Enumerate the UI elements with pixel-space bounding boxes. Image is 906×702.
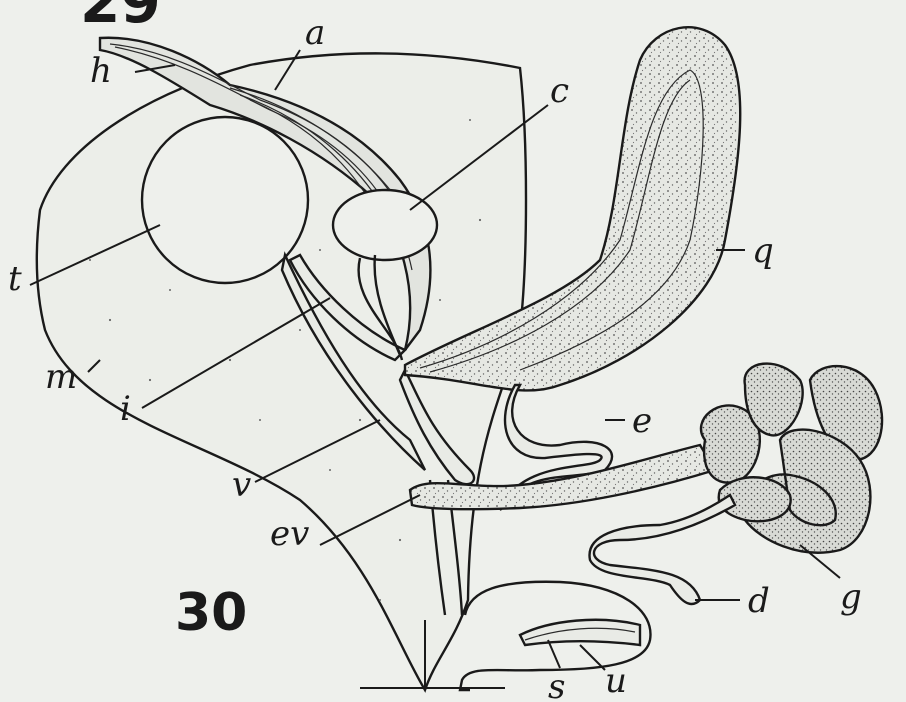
label-g: g [840,577,862,617]
label-e: e [632,401,652,441]
label-t: t [8,259,22,299]
label-q: q [752,231,774,271]
label-d: d [748,581,770,621]
figure-number-bottom: 30 [175,583,247,643]
large-sphere-t [142,117,308,283]
coiled-gland-g [701,364,882,553]
label-i: i [120,389,131,429]
label-m: m [45,357,77,397]
label-h: h [90,51,112,91]
label-v: v [232,465,251,505]
label-s: s [548,667,565,702]
label-u: u [605,661,627,701]
label-c: c [550,71,569,111]
figure-number-top: 29 [80,0,161,36]
label-ev: ev [270,514,309,554]
label-a: a [305,13,325,53]
duct-d [590,495,735,604]
